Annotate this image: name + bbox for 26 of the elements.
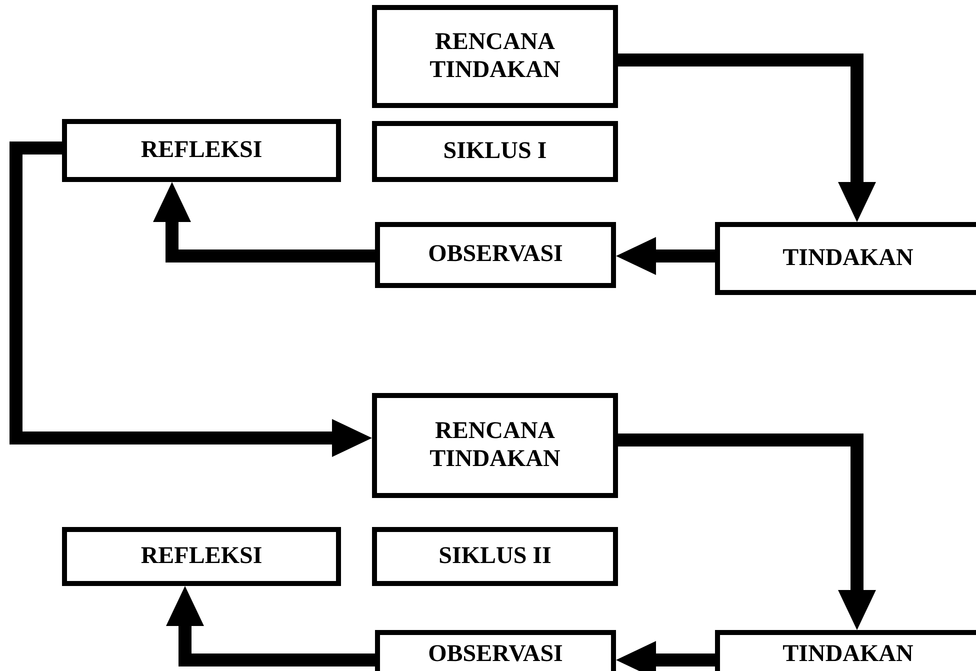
process-box <box>715 630 976 671</box>
box-label: SIKLUS II <box>438 542 552 570</box>
arrow <box>153 182 375 262</box>
box-label: RENCANA TINDAKAN <box>428 28 562 84</box>
box-label: REFLEKSI <box>140 542 264 570</box>
process-box <box>375 222 616 288</box>
box-label: OBSERVASI <box>427 241 564 269</box>
box-label: RENCANA TINDAKAN <box>428 418 562 474</box>
arrow <box>616 237 715 275</box>
box-label: TINDAKAN <box>782 244 914 272</box>
box-label: SIKLUS I <box>442 138 548 166</box>
box-label: REFLEKSI <box>140 136 264 164</box>
process-box <box>372 121 618 182</box>
process-box <box>62 527 341 586</box>
box-label: TINDAKAN <box>782 641 914 669</box>
process-box <box>372 5 618 108</box>
process-box <box>372 393 618 498</box>
process-box <box>375 630 616 671</box>
arrow <box>618 434 876 630</box>
arrow <box>616 641 715 671</box>
box-label: OBSERVASI <box>427 641 564 669</box>
process-box <box>372 527 618 586</box>
arrow <box>166 586 375 666</box>
arrow <box>618 54 876 222</box>
process-box <box>62 119 341 182</box>
process-box <box>715 222 976 295</box>
